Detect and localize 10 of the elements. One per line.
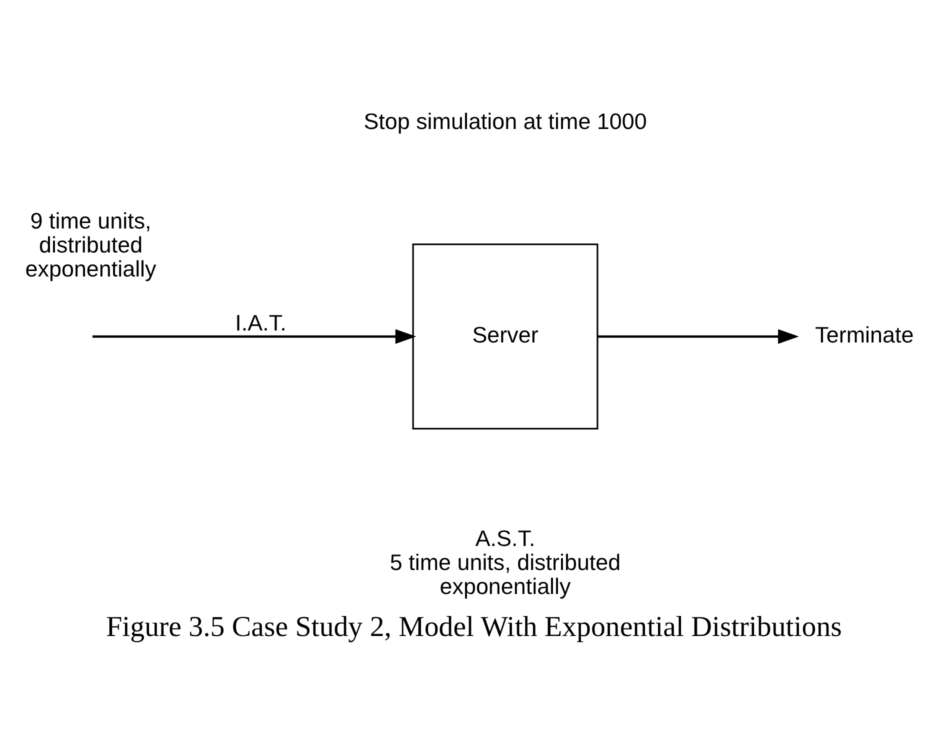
node-label: A.S.T. bbox=[475, 526, 536, 552]
label: Stop simulation at time 1000 bbox=[364, 109, 647, 134]
node-text: Terminate bbox=[815, 322, 914, 348]
label: 9 time units, distributed exponentially bbox=[25, 208, 156, 282]
arrow bbox=[92, 329, 416, 344]
caption: Figure 3.5 Case Study 2, Model With Exponential Distributions bbox=[106, 611, 842, 644]
node-label: 5 time units, distributed exponentially bbox=[390, 550, 621, 600]
arrow bbox=[598, 329, 799, 344]
edge-label: I.A.T. bbox=[235, 310, 286, 336]
node-box: Server bbox=[412, 244, 598, 430]
